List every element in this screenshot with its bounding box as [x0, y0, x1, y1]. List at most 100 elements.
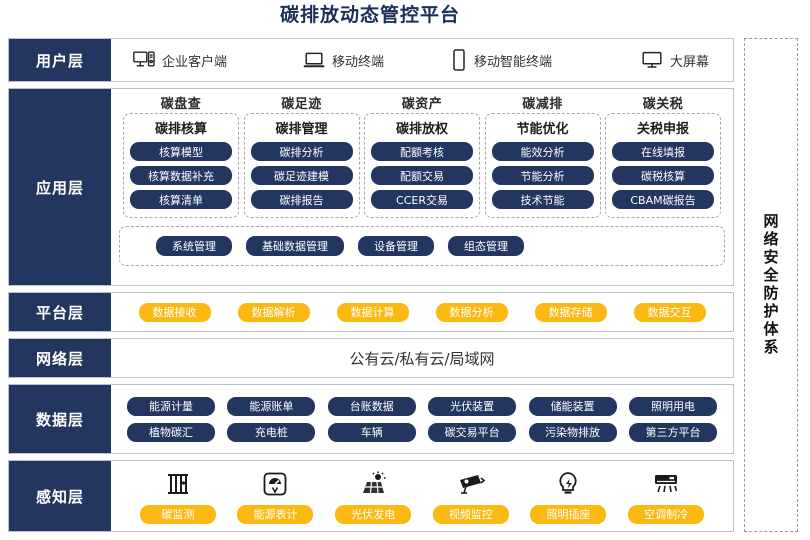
app-item-button[interactable]: CCER交易: [371, 190, 473, 209]
app-group-title: 碳足迹: [281, 97, 322, 112]
platform-item-button[interactable]: 数据分析: [435, 302, 508, 322]
app-item-button[interactable]: 配额交易: [371, 166, 473, 185]
data-row: 植物碳汇 充电桩 车辆 碳交易平台 污染物排放 第三方平台: [127, 422, 717, 442]
data-item-button[interactable]: 照明用电: [628, 396, 717, 416]
layer-sensing-label: 感知层: [9, 461, 111, 531]
app-group-box: 节能优化 能效分析 节能分析 技术节能: [484, 113, 601, 218]
user-item-enterprise-client[interactable]: 企业客户端: [133, 51, 303, 70]
app-group-title: 碳关税: [642, 97, 684, 112]
solar-panel-icon: [359, 469, 387, 499]
sensing-item-solar-power[interactable]: 光伏发电: [335, 469, 412, 524]
app-item-button[interactable]: CBAM碳报告: [612, 190, 714, 209]
air-conditioner-icon: [652, 469, 680, 499]
layer-sensing-body: 碳监测 能源表计: [111, 461, 733, 531]
sensing-item-carbon-monitor[interactable]: 碳监测: [139, 469, 216, 524]
user-item-list: 企业客户端 移动终端: [111, 49, 733, 71]
sensing-item-label[interactable]: 视频监控: [432, 504, 509, 524]
user-item-smart-mobile-terminal[interactable]: 移动智能终端: [451, 49, 641, 71]
layer-data-body: 能源计量 能源账单 台账数据 光伏装置 储能装置 照明用电 植物碳汇 充电桩 车…: [111, 385, 733, 453]
common-service-button[interactable]: 设备管理: [358, 236, 434, 256]
platform-item-button[interactable]: 数据交互: [633, 302, 706, 322]
app-group-box: 碳排放权 配额考核 配额交易 CCER交易: [364, 113, 480, 218]
layer-sensing: 感知层 碳监测: [8, 460, 734, 532]
user-item-label: 移动终端: [332, 54, 385, 70]
data-row: 能源计量 能源账单 台账数据 光伏装置 储能装置 照明用电: [127, 396, 717, 416]
platform-item-button[interactable]: 数据接收: [138, 302, 211, 322]
sensing-item-label[interactable]: 空调制冷: [628, 504, 705, 524]
app-group-carbon-inventory: 碳盘查 碳排核算 核算模型 核算数据补充 核算清单: [123, 93, 239, 218]
data-item-button[interactable]: 能源账单: [227, 396, 316, 416]
layer-user-label: 用户层: [9, 39, 111, 81]
user-item-mobile-terminal[interactable]: 移动终端: [303, 51, 451, 70]
data-item-button[interactable]: 植物碳汇: [127, 422, 215, 442]
app-group-subtitle: 碳排放权: [395, 122, 448, 137]
data-item-button[interactable]: 储能装置: [528, 396, 617, 416]
sensing-item-label[interactable]: 光伏发电: [335, 504, 412, 524]
data-item-button[interactable]: 能源计量: [127, 396, 215, 416]
sensing-item-list: 碳监测 能源表计: [111, 469, 733, 524]
app-item-button[interactable]: 能效分析: [491, 142, 594, 161]
sensing-item-lighting-socket[interactable]: 照明插座: [530, 469, 607, 524]
data-item-button[interactable]: 车辆: [327, 422, 416, 442]
layer-network: 网络层 公有云/私有云/局域网: [8, 338, 734, 378]
application-common-services-box: 系统管理 基础数据管理 设备管理 组态管理: [119, 226, 725, 266]
platform-item-button[interactable]: 数据存储: [534, 302, 607, 322]
sensing-item-label[interactable]: 照明插座: [530, 504, 607, 524]
app-item-button[interactable]: 配额考核: [371, 142, 473, 161]
sensing-item-video-surveillance[interactable]: 视频监控: [432, 469, 509, 524]
data-item-button[interactable]: 光伏装置: [428, 396, 517, 416]
sensing-item-label[interactable]: 碳监测: [139, 504, 216, 524]
app-group-subtitle: 关税申报: [636, 122, 689, 137]
layer-application-label: 应用层: [9, 89, 111, 285]
layer-platform: 平台层 数据接收 数据解析 数据计算 数据分析 数据存储 数据交互: [8, 292, 734, 332]
app-item-button[interactable]: 碳足迹建模: [250, 166, 353, 185]
data-item-button[interactable]: 碳交易平台: [428, 422, 517, 442]
layer-application: 应用层 碳盘查 碳排核算 核算模型 核算数据补充 核算清单 碳足迹: [8, 88, 734, 286]
smartphone-icon: [451, 49, 467, 71]
page-title: 碳排放动态管控平台: [279, 4, 460, 26]
app-group-box: 碳排核算 核算模型 核算数据补充 核算清单: [123, 113, 239, 218]
app-item-button[interactable]: 在线填报: [612, 142, 714, 161]
app-group-subtitle: 节能优化: [516, 122, 569, 137]
common-service-button[interactable]: 系统管理: [156, 236, 232, 256]
layer-network-body: 公有云/私有云/局域网: [111, 339, 733, 377]
app-group-carbon-tariff: 碳关税 关税申报 在线填报 碳税核算 CBAM碳报告: [605, 93, 721, 218]
app-item-button[interactable]: 节能分析: [491, 166, 594, 185]
carbon-sensor-icon: [165, 469, 191, 499]
app-item-button[interactable]: 碳税核算: [612, 166, 714, 185]
app-item-button[interactable]: 技术节能: [491, 190, 594, 209]
monitor-icon: [641, 51, 663, 69]
platform-item-button[interactable]: 数据解析: [237, 302, 310, 322]
user-item-label: 大屏幕: [670, 54, 710, 70]
app-item-button[interactable]: 碳排报告: [250, 190, 353, 209]
desktop-tower-icon: [133, 51, 155, 69]
sensing-item-energy-meter[interactable]: 能源表计: [237, 469, 314, 524]
app-group-box: 碳排管理 碳排分析 碳足迹建模 碳排报告: [243, 113, 360, 218]
app-item-button[interactable]: 核算数据补充: [130, 166, 232, 185]
app-group-title: 碳资产: [401, 97, 443, 112]
app-item-button[interactable]: 核算清单: [130, 190, 232, 209]
sensing-item-label[interactable]: 能源表计: [237, 504, 314, 524]
lightbulb-icon: [556, 469, 580, 499]
user-item-large-screen[interactable]: 大屏幕: [641, 51, 709, 70]
app-item-button[interactable]: 核算模型: [130, 142, 232, 161]
security-system-panel: 网络安全防护体系: [744, 38, 798, 532]
data-item-button[interactable]: 污染物排放: [528, 422, 617, 442]
common-service-button[interactable]: 组态管理: [448, 236, 524, 256]
app-group-title: 碳盘查: [160, 97, 202, 112]
data-item-button[interactable]: 台账数据: [327, 396, 416, 416]
layer-network-label: 网络层: [9, 339, 111, 377]
data-item-button[interactable]: 充电桩: [227, 422, 316, 442]
sensing-item-air-conditioning[interactable]: 空调制冷: [628, 469, 705, 524]
common-service-button[interactable]: 基础数据管理: [246, 236, 344, 256]
layer-platform-label: 平台层: [9, 293, 111, 331]
security-system-label: 网络安全防护体系: [761, 213, 780, 357]
data-item-button[interactable]: 第三方平台: [628, 422, 717, 442]
platform-item-button[interactable]: 数据计算: [336, 302, 409, 322]
app-group-box: 关税申报 在线填报 碳税核算 CBAM碳报告: [605, 113, 721, 218]
layer-application-body: 碳盘查 碳排核算 核算模型 核算数据补充 核算清单 碳足迹 碳排管理 碳排分析 …: [111, 89, 733, 285]
layer-user-body: 企业客户端 移动终端: [111, 39, 733, 81]
app-group-subtitle: 碳排核算: [154, 122, 207, 137]
app-item-button[interactable]: 碳排分析: [250, 142, 353, 161]
layer-data: 数据层 能源计量 能源账单 台账数据 光伏装置 储能装置 照明用电 植物碳汇 充…: [8, 384, 734, 454]
